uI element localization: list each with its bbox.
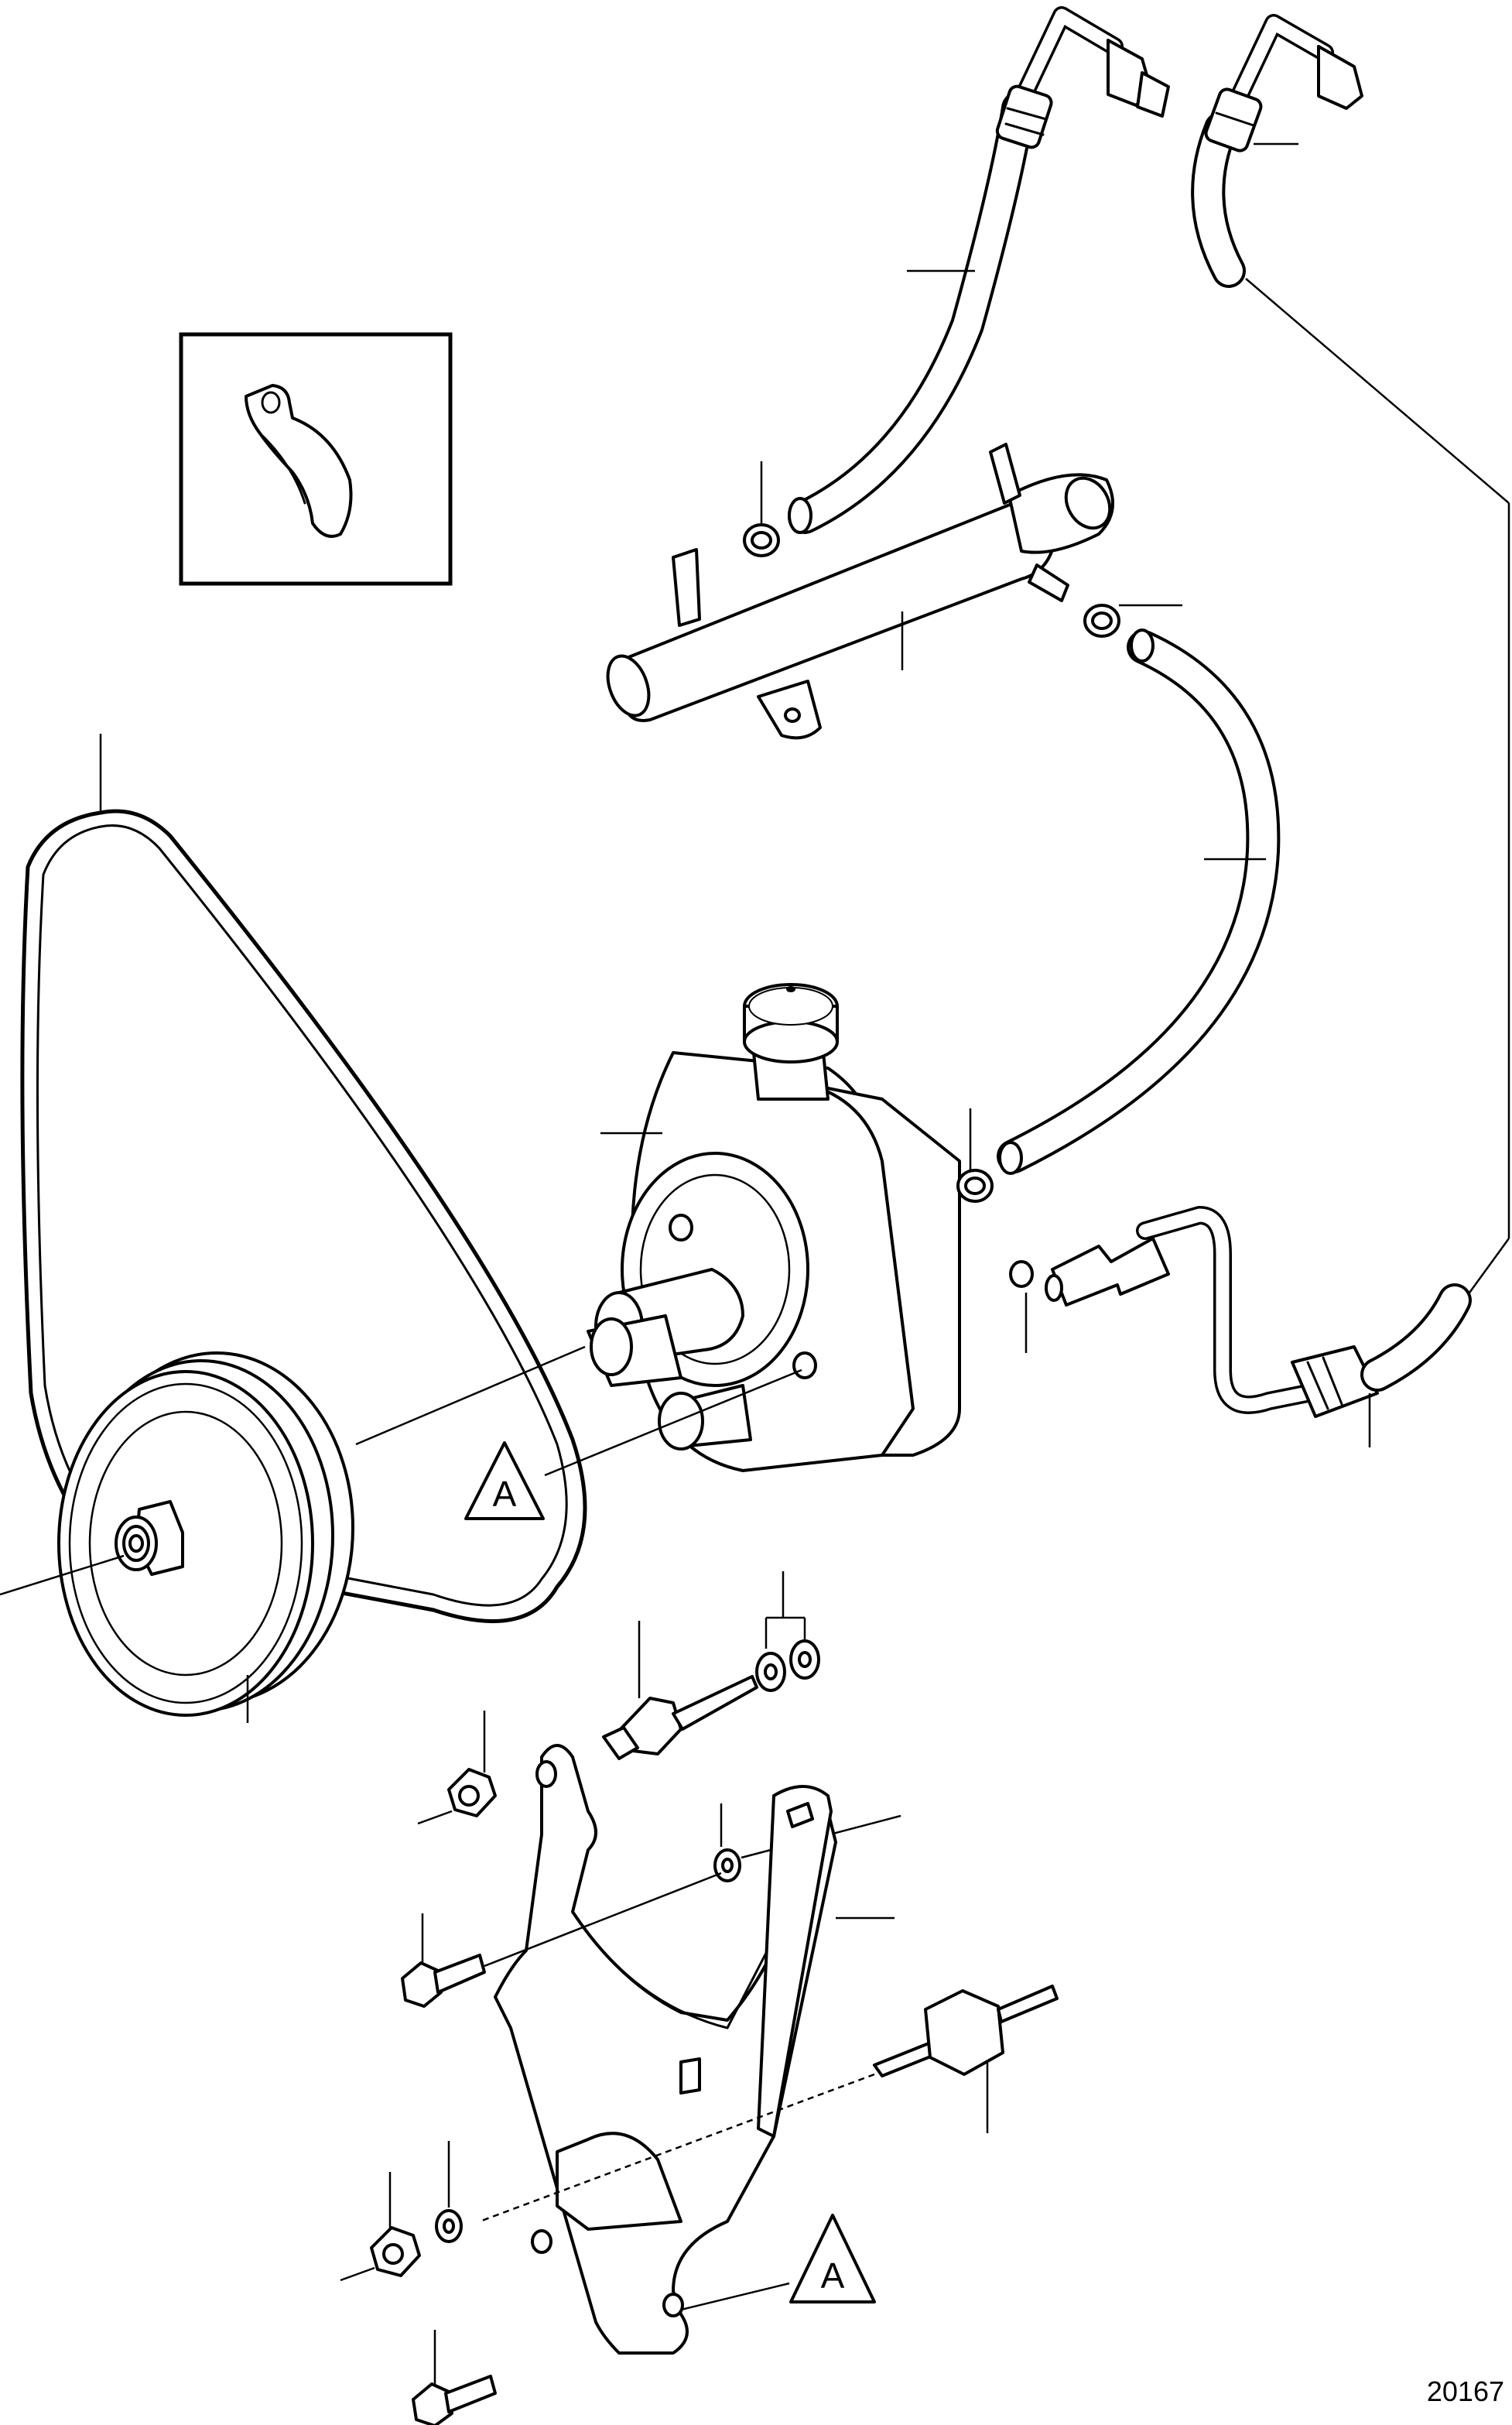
hose-clamp-right (1083, 604, 1182, 638)
pressure-hose-upper-right (788, 6, 1170, 534)
hose-clamp (743, 461, 780, 557)
pressure-hose-fitting (1045, 1206, 1472, 1447)
hose-clamp-pump (956, 1108, 994, 1203)
cooler-pipe (606, 443, 1114, 740)
figure-number: 20167 (1427, 2375, 1504, 2407)
pulley-nut (0, 1500, 184, 1596)
flange-nut-lower (340, 2172, 421, 2282)
bolt-lower (412, 2330, 497, 2425)
return-hose-upper (1191, 14, 1510, 1324)
drive-belt (20, 734, 587, 1624)
reference-mark-a-lower: A (674, 2214, 876, 2313)
bolt-upper (401, 1872, 722, 2008)
svg-text:A: A (493, 1474, 517, 1514)
hose-clip-inset (179, 332, 453, 586)
reference-mark-a-upper: A (464, 1368, 802, 1520)
shaft-alignment-line (355, 1345, 586, 1446)
washers (755, 1571, 820, 1692)
power-steering-pump (587, 983, 961, 1472)
washer-lower (435, 2141, 463, 2243)
svg-text:A: A (821, 2255, 845, 2296)
spacer-stud (479, 1985, 1059, 2223)
suction-hose (997, 629, 1281, 1175)
stud-bolt (602, 1621, 758, 1760)
o-ring (1009, 1260, 1034, 1353)
pulley (57, 1351, 354, 1723)
flange-nut-upper (417, 1711, 497, 1825)
